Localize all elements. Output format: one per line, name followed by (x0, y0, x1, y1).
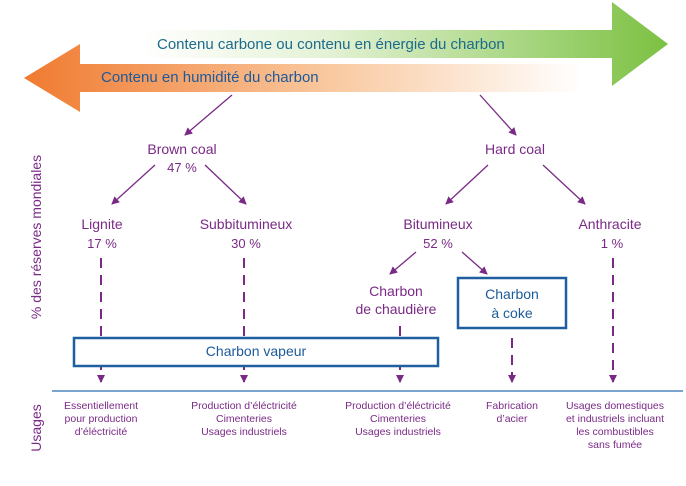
usage-lignite: Essentiellement pour production d’éléctr… (63, 400, 139, 438)
arrow-hard-bitum (445, 164, 489, 205)
arrow-to-hard (479, 94, 517, 136)
lignite-label: Lignite (81, 216, 123, 232)
arrow-bitum-coke (461, 251, 488, 275)
moisture-arrow-label: Contenu en humidité du charbon (101, 69, 319, 86)
lignite-pct: 17 % (87, 236, 117, 251)
vapeur-label: Charbon vapeur (205, 343, 307, 359)
reserves-axis-label: % des réserves mondiales (28, 154, 44, 320)
bitum-label: Bitumineux (403, 216, 473, 232)
usages-axis-label: Usages (28, 404, 44, 452)
arrow-brown-lignite (111, 164, 156, 205)
usage-anthra: Usages domestiques et industriels inclua… (565, 400, 665, 451)
bitum-pct: 52 % (423, 236, 453, 251)
arrow-bitum-chaudiere (389, 251, 417, 275)
arrow-brown-subbit (204, 164, 247, 205)
usage-chaudiere: Production d’éléctricité Cimenteries Usa… (345, 400, 451, 438)
anthra-pct: 1 % (600, 236, 624, 251)
arrow-to-brown (184, 94, 233, 136)
brown-coal-label: Brown coal (147, 141, 217, 157)
subbit-label: Subbitumineux (199, 216, 293, 232)
chaudiere-label: Charbon de chaudière (355, 283, 437, 317)
coke-label: Charbon à coke (485, 286, 539, 321)
subbit-pct: 30 % (231, 236, 261, 251)
usage-subbit: Production d’éléctricité Cimenteries Usa… (191, 400, 297, 438)
arrow-hard-anthra (542, 164, 586, 205)
vapeur-box (72, 336, 440, 368)
brown-coal-pct: 47 % (167, 160, 197, 175)
usage-coke: Fabrication d’acier (486, 400, 538, 425)
coke-box (456, 276, 568, 330)
carbon-arrow-label: Contenu carbone ou contenu en énergie du… (157, 36, 505, 53)
carbon-arrow-shape (142, 2, 668, 86)
anthra-label: Anthracite (578, 216, 642, 232)
moisture-arrow-shape (24, 44, 582, 112)
hard-coal-label: Hard coal (485, 141, 545, 157)
